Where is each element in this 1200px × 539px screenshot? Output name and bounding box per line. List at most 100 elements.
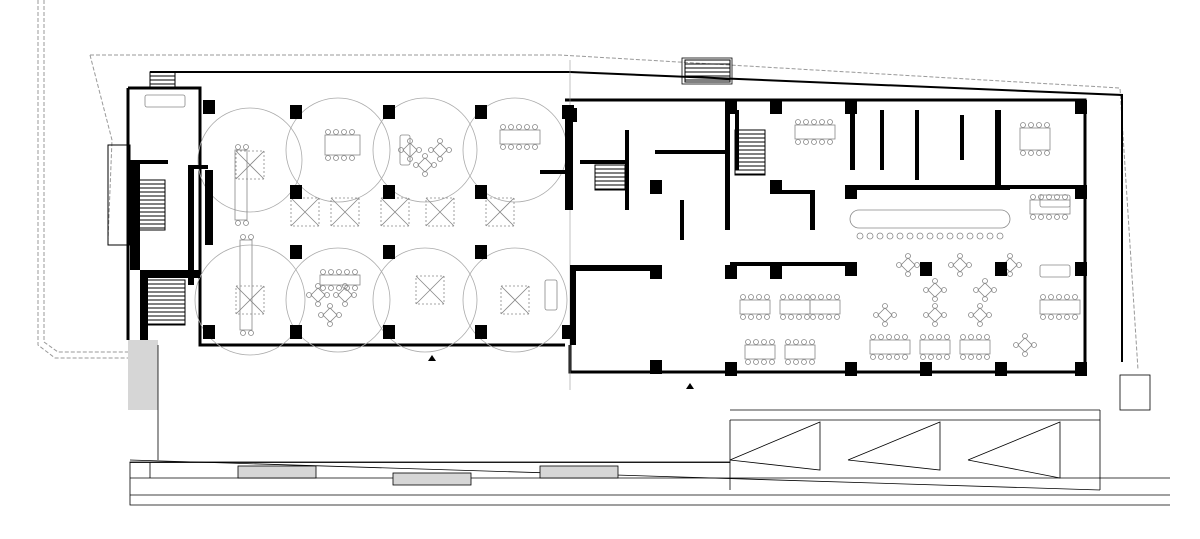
chair xyxy=(306,292,312,298)
sofa xyxy=(399,134,411,166)
interior-walls xyxy=(130,110,1080,345)
chair xyxy=(976,334,982,340)
chair xyxy=(1054,214,1060,220)
chair xyxy=(878,334,884,340)
chair xyxy=(932,303,938,309)
column xyxy=(562,325,574,339)
square-table xyxy=(877,307,893,323)
wall xyxy=(140,270,200,278)
chair xyxy=(986,312,992,318)
chair xyxy=(886,334,892,340)
chair xyxy=(1016,262,1022,268)
wall xyxy=(810,190,815,230)
chair xyxy=(437,156,443,162)
chair xyxy=(769,339,775,345)
chair xyxy=(932,321,938,327)
chair xyxy=(761,359,767,365)
chair xyxy=(324,292,330,298)
chair xyxy=(785,359,791,365)
wall xyxy=(565,110,573,210)
chair xyxy=(1056,294,1062,300)
chair xyxy=(1072,294,1078,300)
chair xyxy=(1036,150,1042,156)
square-table xyxy=(417,157,433,173)
bar-counter xyxy=(849,209,1011,229)
chair xyxy=(336,312,342,318)
table xyxy=(324,134,361,156)
ceiling-light xyxy=(235,150,265,180)
column xyxy=(1075,262,1087,276)
column xyxy=(475,185,487,199)
chair xyxy=(524,124,530,130)
ceiling-light xyxy=(235,285,265,315)
column xyxy=(770,180,782,194)
chair xyxy=(243,144,249,150)
chair xyxy=(1013,342,1019,348)
square-table xyxy=(322,307,338,323)
ceiling-light-cross xyxy=(380,197,410,227)
chair xyxy=(532,124,538,130)
chair xyxy=(416,147,422,153)
chair xyxy=(500,124,506,130)
column xyxy=(650,265,662,279)
chair xyxy=(809,359,815,365)
chair xyxy=(1044,150,1050,156)
chair xyxy=(342,283,348,289)
zone-circle xyxy=(194,244,306,356)
chair xyxy=(873,312,879,318)
chair xyxy=(1046,214,1052,220)
zone-circle xyxy=(285,97,391,203)
ceiling-light xyxy=(425,197,455,227)
column xyxy=(650,360,662,374)
furniture xyxy=(144,94,1081,365)
table xyxy=(234,149,248,221)
north-markers xyxy=(428,355,694,389)
chair xyxy=(966,262,972,268)
chair xyxy=(344,269,350,275)
chair xyxy=(341,155,347,161)
chair xyxy=(1028,122,1034,128)
chair xyxy=(923,287,929,293)
chair xyxy=(984,354,990,360)
wall xyxy=(960,115,964,160)
table xyxy=(739,299,771,315)
bar-stool xyxy=(976,232,984,240)
chair xyxy=(446,147,452,153)
chair xyxy=(235,220,241,226)
bar-stool xyxy=(956,232,964,240)
chair xyxy=(928,354,934,360)
chair xyxy=(976,354,982,360)
column xyxy=(845,262,857,276)
column xyxy=(995,362,1007,376)
stair xyxy=(594,164,626,191)
chair xyxy=(928,334,934,340)
chair xyxy=(1036,122,1042,128)
chair xyxy=(1044,122,1050,128)
chair xyxy=(341,129,347,135)
wall xyxy=(625,130,629,210)
chair xyxy=(796,294,802,300)
chair xyxy=(516,144,522,150)
square-table xyxy=(900,257,916,273)
chair xyxy=(1062,214,1068,220)
wall xyxy=(730,262,850,266)
table xyxy=(809,299,841,315)
chair xyxy=(740,314,746,320)
wall xyxy=(540,170,570,174)
table xyxy=(499,129,541,145)
chair xyxy=(342,301,348,307)
chair xyxy=(1054,194,1060,200)
chair xyxy=(764,314,770,320)
column xyxy=(920,262,932,276)
column xyxy=(995,262,1007,276)
chair xyxy=(810,294,816,300)
square-table xyxy=(402,142,418,158)
column xyxy=(383,105,395,119)
ceiling-light xyxy=(330,197,360,227)
chair xyxy=(1040,294,1046,300)
square-table xyxy=(977,282,993,298)
wall xyxy=(570,265,650,271)
chair xyxy=(243,220,249,226)
chair xyxy=(803,119,809,125)
